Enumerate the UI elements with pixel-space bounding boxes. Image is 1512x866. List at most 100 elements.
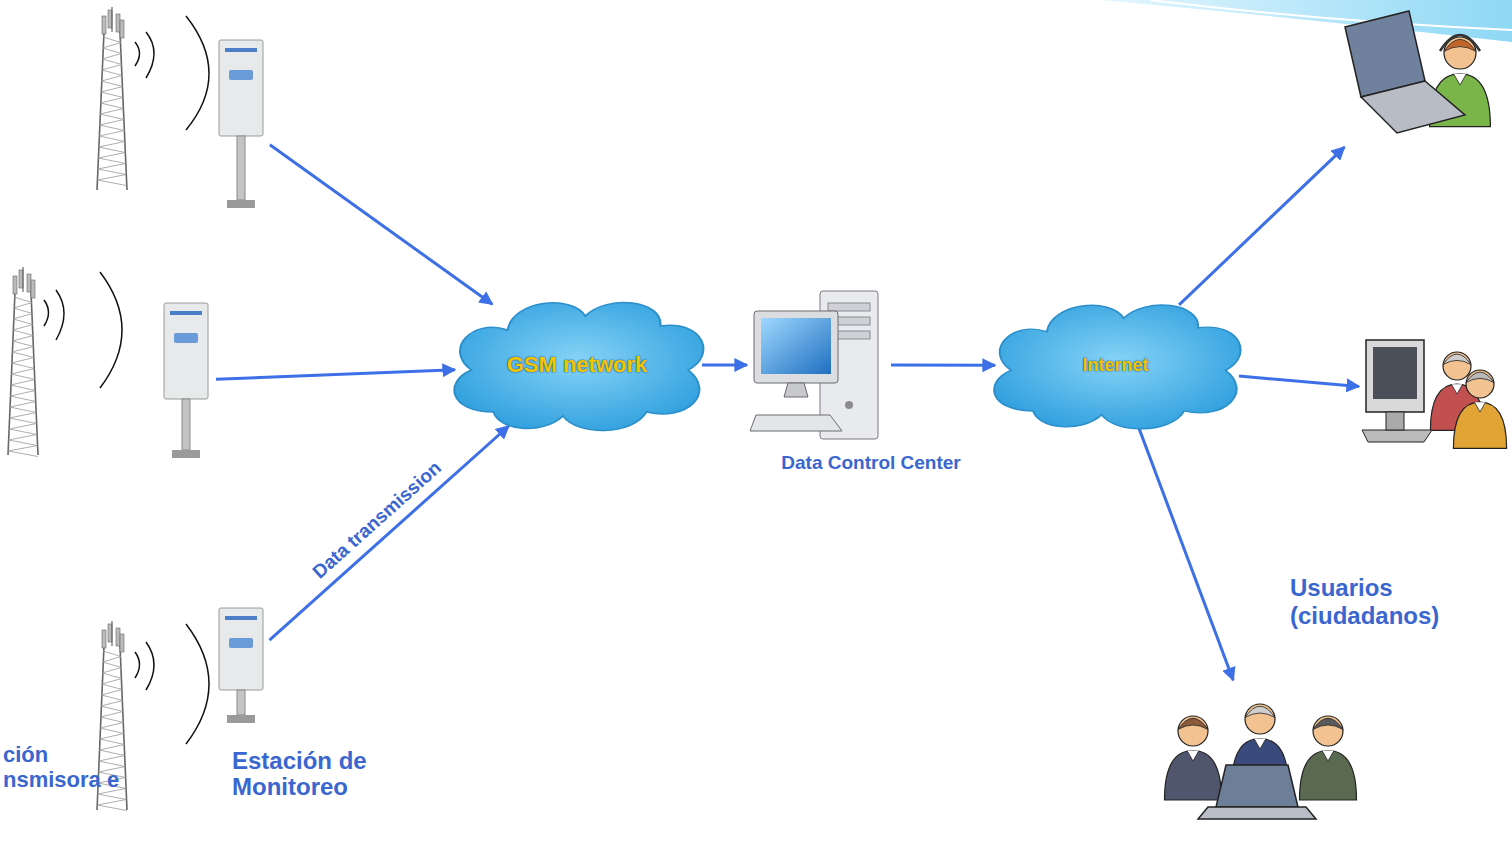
person-head	[1245, 704, 1275, 734]
flow-arrow	[269, 426, 508, 640]
node-caption: Estación de Monitoreo	[232, 748, 437, 801]
radio-wave	[186, 624, 209, 744]
user-clipart	[1362, 318, 1510, 468]
node-caption: Data Control Center	[778, 453, 964, 474]
user-clipart-icon	[1148, 683, 1373, 823]
tower-rail	[97, 32, 127, 190]
laptop-base	[1361, 81, 1465, 133]
radio-wave	[146, 32, 154, 78]
transmitter-towers	[8, 7, 209, 811]
station-badge	[229, 70, 253, 80]
monitoring-station-icon	[217, 608, 265, 723]
flow-arrow	[1139, 428, 1234, 681]
person-body	[1165, 751, 1222, 801]
person-collar	[1187, 751, 1199, 762]
monitoring-station-icon	[162, 303, 210, 458]
cut-off-label: ción nsmisora e	[3, 742, 121, 793]
person-hair	[1313, 718, 1343, 729]
network-cloud: Internet	[978, 293, 1253, 438]
monitoring-station	[162, 303, 210, 458]
monitor-frame	[754, 311, 838, 383]
tower-lattice	[8, 297, 38, 457]
station-housing	[164, 303, 208, 399]
person-head	[1444, 37, 1476, 69]
monitoring-station	[217, 40, 265, 208]
edge-label: Data transmission	[308, 457, 445, 583]
person-head	[1178, 716, 1208, 746]
person-hair	[1443, 354, 1471, 365]
user-clipart-icon	[1335, 5, 1505, 145]
station-pole	[182, 399, 190, 450]
flow-arrow	[216, 370, 455, 379]
person-head	[1313, 716, 1343, 746]
monitoring-station: Estación de Monitoreo	[217, 608, 265, 723]
node-label: GSM network	[438, 355, 716, 376]
station-logo	[170, 311, 202, 315]
group-label: Usuarios (ciudadanos)	[1290, 574, 1505, 629]
swoosh-line	[1150, 0, 1512, 30]
station-badge	[229, 638, 253, 648]
flow-arrow	[702, 364, 747, 367]
network-cloud: GSM network	[438, 290, 716, 440]
user-clipart	[1148, 683, 1373, 823]
drive-bay	[828, 303, 870, 311]
tower-antenna	[102, 630, 106, 648]
person-collar	[1451, 384, 1462, 394]
data-center-computer-icon	[750, 285, 885, 445]
tower-mast	[22, 267, 23, 292]
station-pole	[237, 136, 245, 200]
tower-antenna	[102, 16, 106, 34]
station-base	[227, 715, 255, 723]
corner-swoosh	[1100, 0, 1512, 42]
person-collar	[1254, 739, 1266, 750]
person-hair	[1466, 372, 1494, 383]
tower-antenna	[120, 20, 124, 38]
person-head	[1443, 352, 1471, 380]
person-hair	[1245, 706, 1275, 717]
keyboard	[1362, 430, 1432, 442]
laptop-screen	[1216, 765, 1298, 807]
station-badge	[174, 333, 198, 343]
user-clipart	[1335, 5, 1505, 145]
radio-tower	[97, 7, 209, 190]
tower-antenna	[13, 276, 17, 294]
person-hair	[1178, 718, 1208, 729]
monitor-stand	[1386, 412, 1404, 430]
tower-mast	[111, 7, 112, 32]
radio-wave	[135, 42, 140, 66]
radio-wave	[100, 272, 122, 388]
person-body	[1453, 402, 1506, 448]
node-label: Internet	[978, 357, 1253, 374]
flow-arrow	[1239, 376, 1359, 386]
tower-antenna	[116, 628, 120, 646]
headset	[1440, 35, 1480, 51]
tower-mast	[111, 621, 112, 646]
flow-arrow	[270, 145, 492, 305]
tower-antenna	[27, 274, 31, 292]
desktop-monitor	[1366, 340, 1424, 412]
data-center-computer: Data Control Center	[750, 285, 885, 445]
tower-antenna	[120, 634, 124, 652]
power-button	[845, 401, 853, 409]
person-collar	[1474, 402, 1485, 412]
flow-arrow	[891, 364, 995, 367]
radio-wave	[56, 290, 64, 340]
user-clipart-icon	[1362, 318, 1510, 468]
station-base	[227, 200, 255, 208]
keyboard	[750, 415, 842, 431]
station-housing	[219, 608, 263, 690]
tower-antenna	[116, 14, 120, 32]
radio-wave	[44, 300, 49, 326]
station-housing	[219, 40, 263, 136]
monitor-stand	[784, 383, 808, 397]
station-logo	[225, 616, 257, 620]
radio-wave	[135, 652, 140, 678]
station-pole	[237, 690, 245, 715]
station-logo	[225, 48, 257, 52]
laptop-base	[1198, 807, 1316, 819]
person-body	[1300, 751, 1357, 801]
person-head	[1466, 370, 1494, 398]
monitor-screen	[761, 318, 831, 374]
